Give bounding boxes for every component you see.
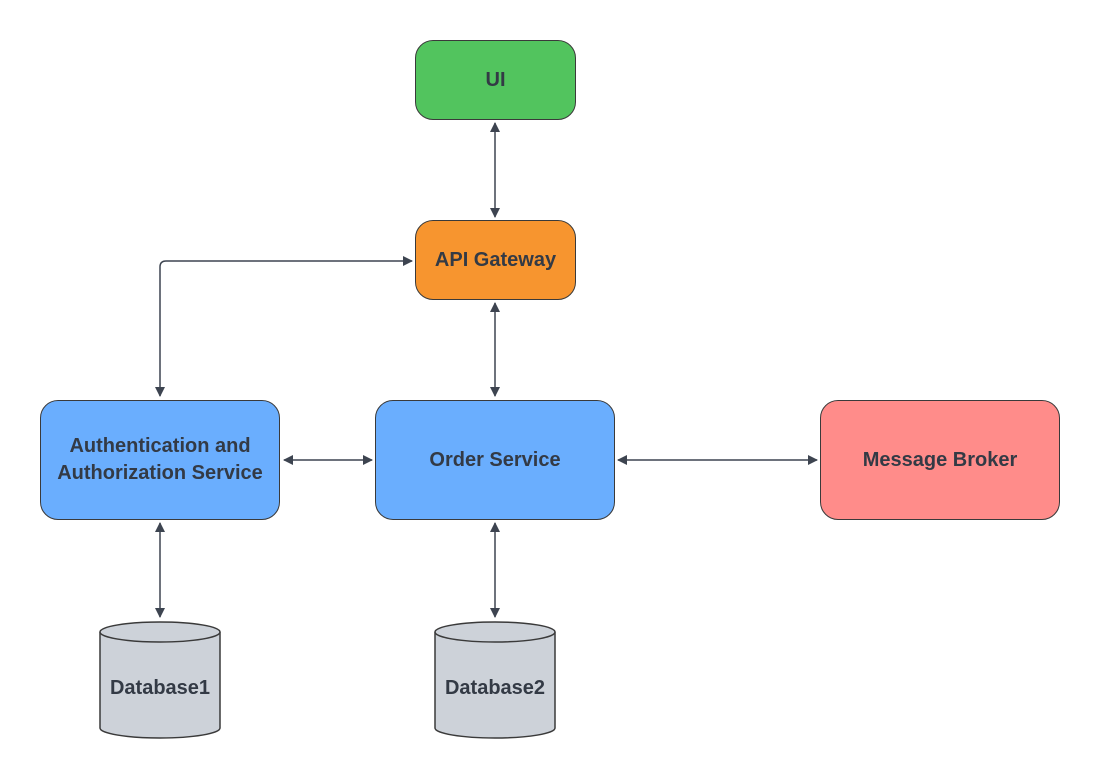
ui-node[interactable]: UI — [415, 40, 576, 120]
message-broker-node[interactable]: Message Broker — [820, 400, 1060, 520]
api-gateway-node[interactable]: API Gateway — [415, 220, 576, 300]
database1-cylinder-shape — [99, 621, 221, 739]
order-service-node-label: Order Service — [429, 448, 561, 471]
database2-cylinder-shape — [434, 621, 556, 739]
auth-service-node[interactable]: Authentication and Authorization Service — [40, 400, 280, 520]
api-gateway-node-label: API Gateway — [434, 248, 557, 271]
edge-auth-api-gateway — [155, 256, 413, 397]
message-broker-node-label: Message Broker — [862, 448, 1018, 471]
database2-node[interactable]: Database2 — [435, 642, 555, 734]
order-service-node[interactable]: Order Service — [375, 400, 615, 520]
database2-node-label: Database2 — [444, 676, 546, 699]
auth-service-node-label: Authentication and Authorization Service — [57, 435, 263, 484]
edges — [155, 122, 818, 618]
database1-node[interactable]: Database1 — [100, 642, 220, 734]
database1-node-label: Database1 — [109, 676, 211, 699]
ui-node-label: UI — [485, 68, 506, 91]
